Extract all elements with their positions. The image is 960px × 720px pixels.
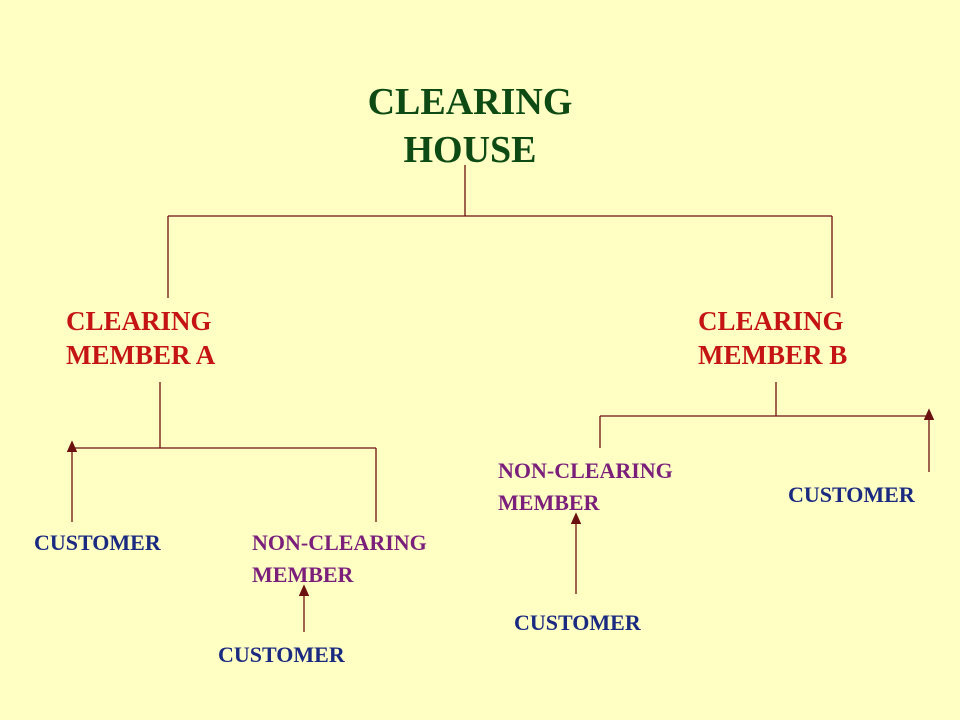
clearing-member-b-node: CLEARING MEMBER B bbox=[698, 304, 847, 372]
clearing-member-a-line2: MEMBER A bbox=[66, 340, 216, 370]
non-clearing-member-b-node: NON-CLEARING MEMBER bbox=[498, 455, 673, 519]
clearing-member-a-node: CLEARING MEMBER A bbox=[66, 304, 215, 372]
non-clearing-member-a-line1: NON-CLEARING bbox=[252, 530, 427, 555]
clearing-member-b-line1: CLEARING bbox=[698, 306, 844, 336]
clearing-member-a-line1: CLEARING bbox=[66, 306, 212, 336]
non-clearing-member-a-line2: MEMBER bbox=[252, 562, 354, 587]
non-clearing-member-a-node: NON-CLEARING MEMBER bbox=[252, 527, 427, 591]
clearing-house-line2: HOUSE bbox=[403, 129, 537, 171]
non-clearing-member-b-line2: MEMBER bbox=[498, 490, 600, 515]
non-clearing-member-b-line1: NON-CLEARING bbox=[498, 458, 673, 483]
clearing-member-b-line2: MEMBER B bbox=[698, 340, 848, 370]
customer-b2-node: CUSTOMER bbox=[514, 610, 641, 635]
customer-a1-node: CUSTOMER bbox=[34, 530, 161, 555]
clearing-house-node: CLEARING HOUSE bbox=[340, 78, 600, 174]
customer-b1-node: CUSTOMER bbox=[788, 482, 915, 507]
clearing-house-line1: CLEARING bbox=[367, 81, 573, 123]
customer-a2-node: CUSTOMER bbox=[218, 642, 345, 667]
